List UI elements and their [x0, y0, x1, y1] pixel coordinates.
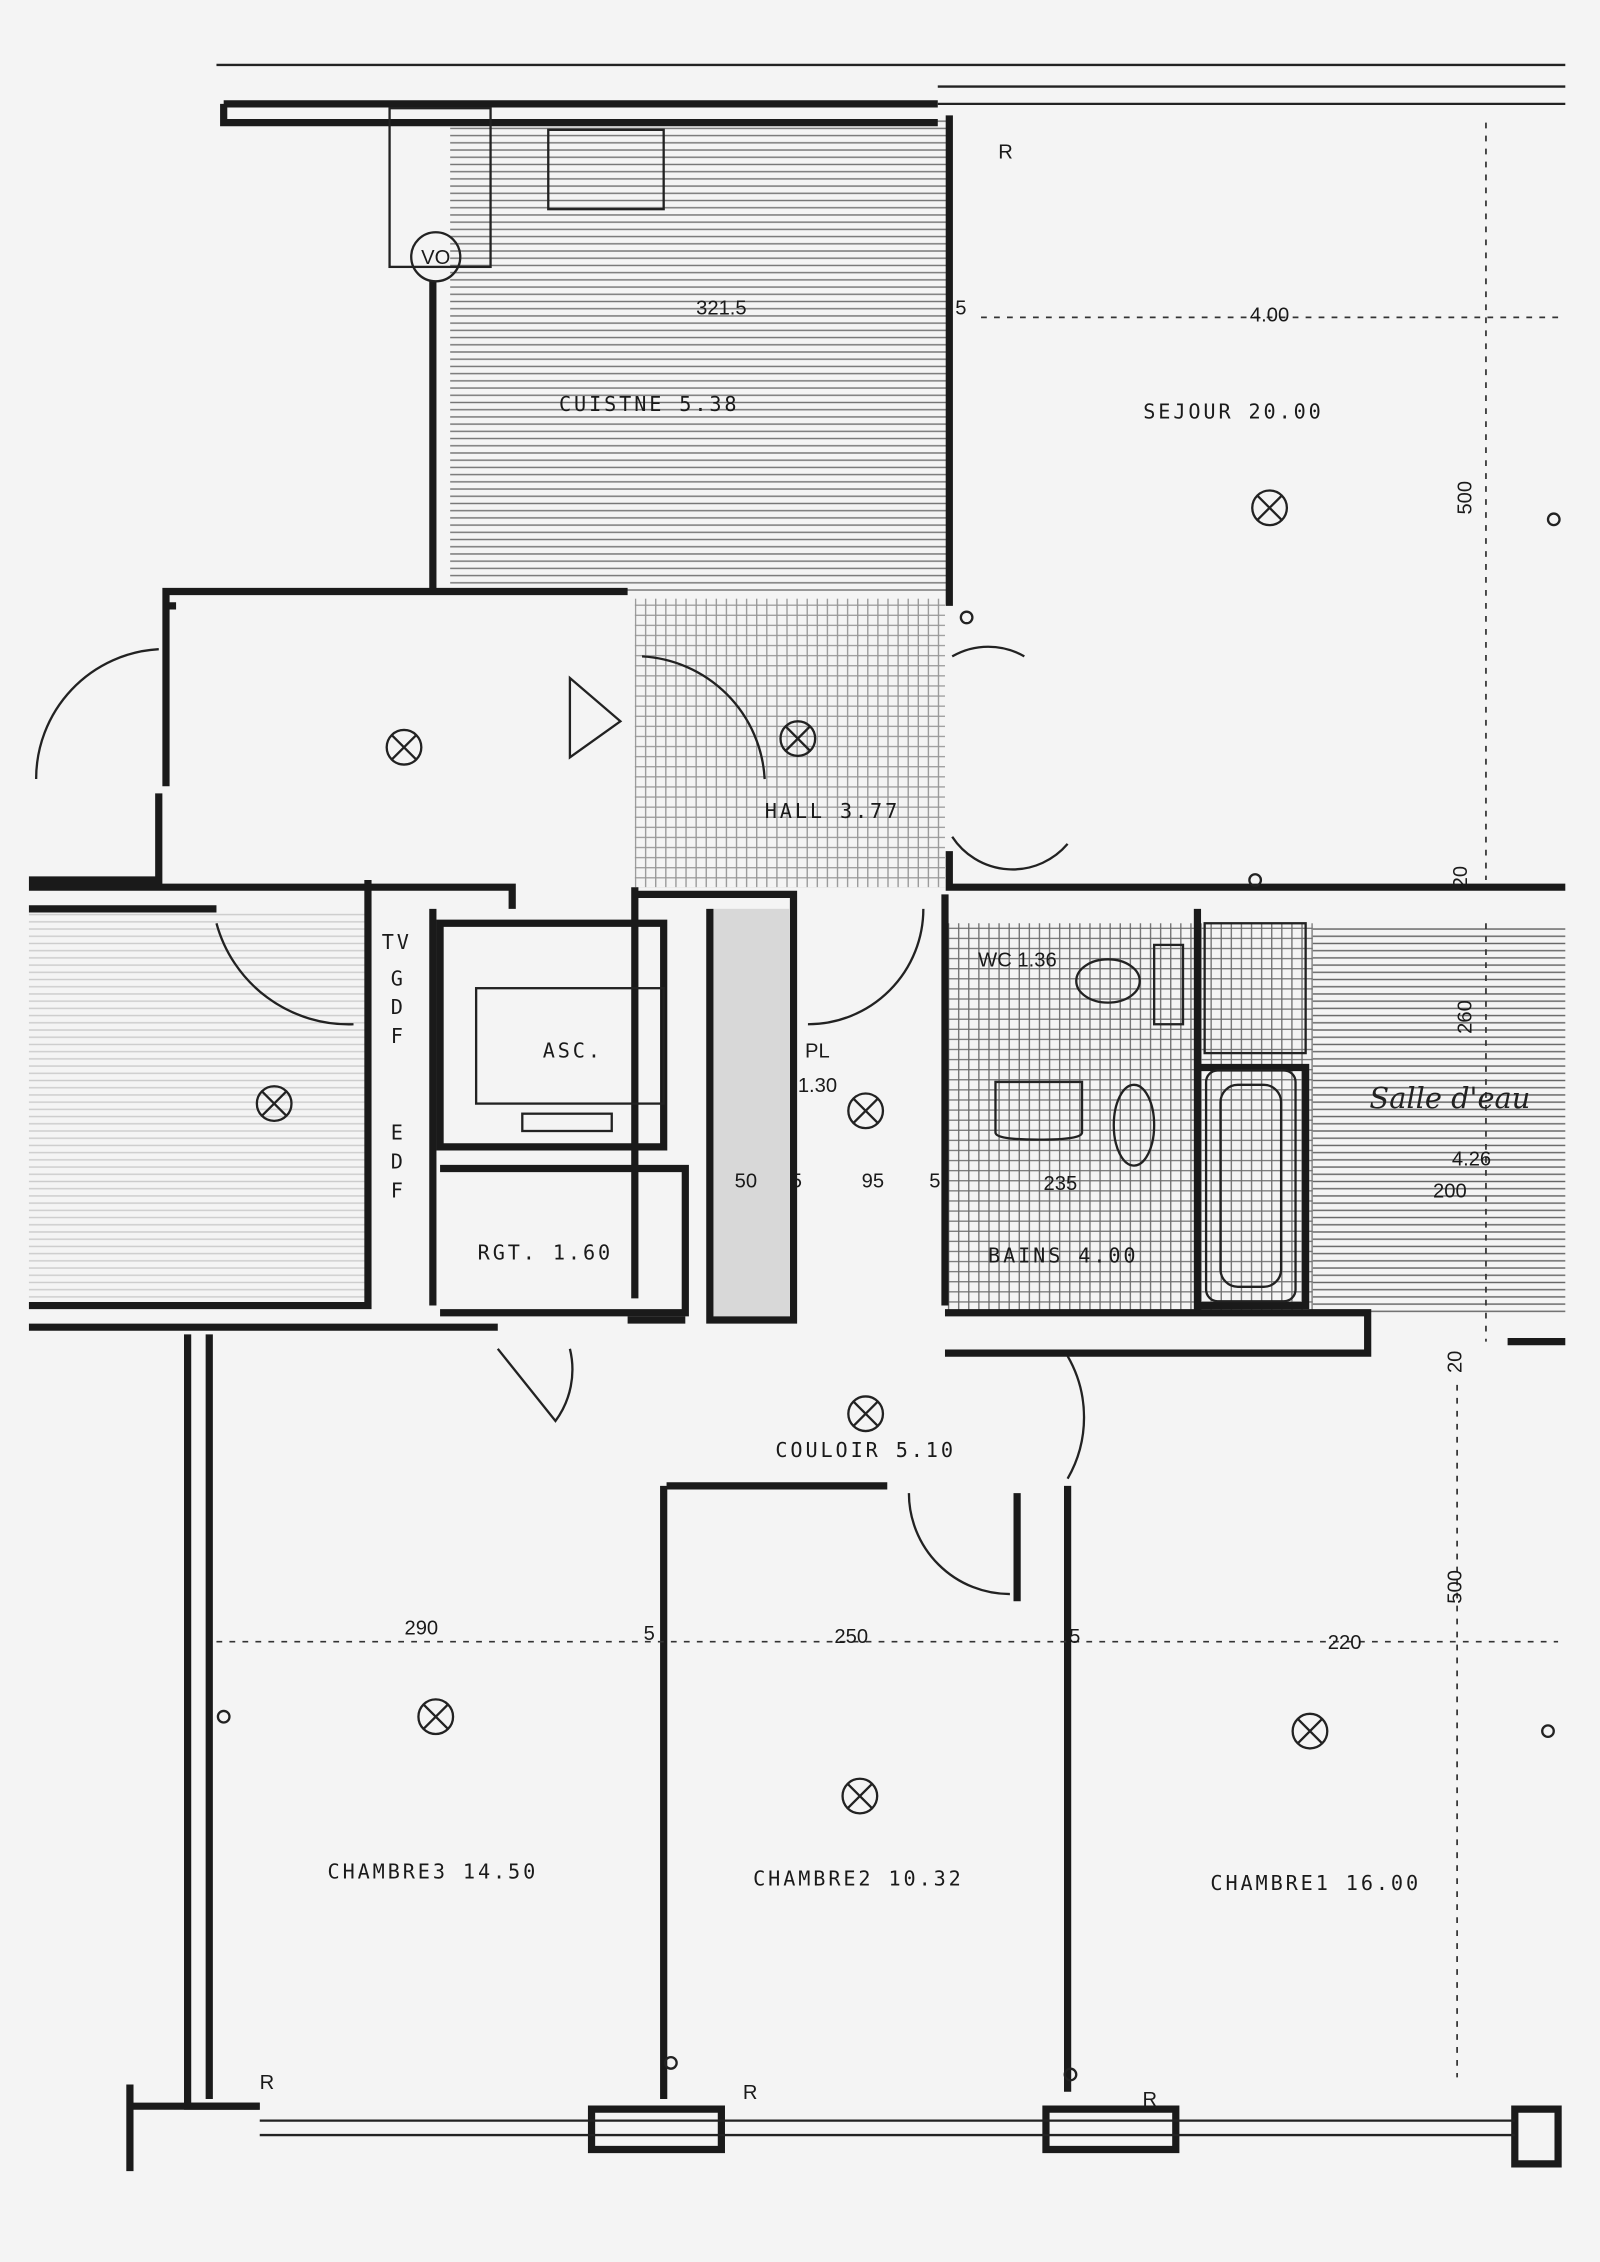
- dimension-label: 235: [1044, 1173, 1078, 1195]
- dimension-label: 250: [834, 1626, 868, 1648]
- room-label-bains: BAINS 4.00: [988, 1243, 1138, 1267]
- dimension-label: 5: [644, 1623, 655, 1645]
- dimension-label: 20: [1444, 1351, 1466, 1373]
- landing-floor: [28, 908, 368, 1306]
- utility-gdf: G: [391, 966, 406, 990]
- radiator-marker: R: [998, 142, 1013, 164]
- dimension-label: 321.5: [696, 297, 747, 319]
- outlets: [216, 512, 1561, 2082]
- ceiling-light-icon: [417, 1698, 455, 1736]
- utility-gdf: D: [391, 995, 406, 1019]
- ceiling-light-icon: [385, 728, 423, 766]
- door-swings: [34, 645, 1086, 1596]
- room-label-pl: PL: [805, 1040, 830, 1062]
- room-label-cuisine: CUISTNE 5.38: [559, 392, 739, 416]
- dimension-label: 200: [1433, 1180, 1467, 1202]
- room-label-couloir: COULOIR 5.10: [775, 1438, 955, 1462]
- dimension-label: 220: [1328, 1632, 1362, 1654]
- dimension-label: 5: [1069, 1626, 1080, 1648]
- utility-gdf: F: [391, 1024, 406, 1048]
- bathroom-floor: [944, 923, 1313, 1313]
- dimension-label: 500: [1444, 1570, 1466, 1604]
- kitchen-floor: [450, 115, 950, 592]
- room-label-wc: WC 1.36: [978, 950, 1057, 972]
- room-label-sejour: SEJOUR 20.00: [1143, 399, 1323, 423]
- room-label-rgt: RGT. 1.60: [478, 1240, 613, 1264]
- dimension-label: 95: [862, 1170, 884, 1192]
- dimension-lines: [216, 122, 1559, 2078]
- ceiling-light-icon: [1291, 1712, 1329, 1750]
- dimension-label: 50: [735, 1170, 757, 1192]
- room-label-chambre3: CHAMBRE3 14.50: [328, 1859, 539, 1883]
- utility-tv: TV: [382, 930, 412, 954]
- room-label-pl-area: 1.30: [798, 1075, 837, 1097]
- utility-vo: VO: [421, 247, 450, 269]
- walls: [28, 63, 1566, 2172]
- dimension-label: 260: [1455, 1000, 1477, 1034]
- salle-deau-floor: [1312, 923, 1566, 1313]
- ceiling-light-icon: [847, 1395, 885, 1433]
- utility-edf: F: [391, 1178, 406, 1202]
- ceiling-light-icon: [841, 1777, 879, 1815]
- room-area-salle-deau: 4.26: [1452, 1149, 1491, 1171]
- dimension-label: 5: [955, 297, 966, 319]
- duct-shaft: [709, 908, 790, 1320]
- room-label-hall: HALL 3.77: [765, 799, 900, 823]
- radiator-marker: R: [1143, 2089, 1158, 2111]
- dimension-label: 5: [791, 1170, 802, 1192]
- dimension-label: 5: [929, 1170, 940, 1192]
- utility-edf: E: [391, 1121, 406, 1145]
- radiator-marker: R: [743, 2082, 758, 2104]
- dimension-label: 500: [1455, 481, 1477, 515]
- ceiling-light-icon: [847, 1092, 885, 1130]
- dimension-label: 290: [404, 1617, 438, 1639]
- dimension-label: 4.00: [1250, 305, 1289, 327]
- room-label-chambre2: CHAMBRE2 10.32: [753, 1866, 964, 1890]
- ceiling-light-icon: [1251, 489, 1289, 527]
- room-label-salle-deau: Salle d'eau: [1369, 1081, 1530, 1115]
- hall-floor: [634, 598, 945, 888]
- dimension-label: 20: [1450, 866, 1472, 888]
- room-label-chambre1: CHAMBRE1 16.00: [1210, 1871, 1421, 1895]
- room-label-asc: ASC.: [543, 1038, 603, 1062]
- radiator-marker: R: [260, 2072, 275, 2094]
- fixtures: [388, 107, 1307, 1303]
- utility-edf: D: [391, 1150, 406, 1174]
